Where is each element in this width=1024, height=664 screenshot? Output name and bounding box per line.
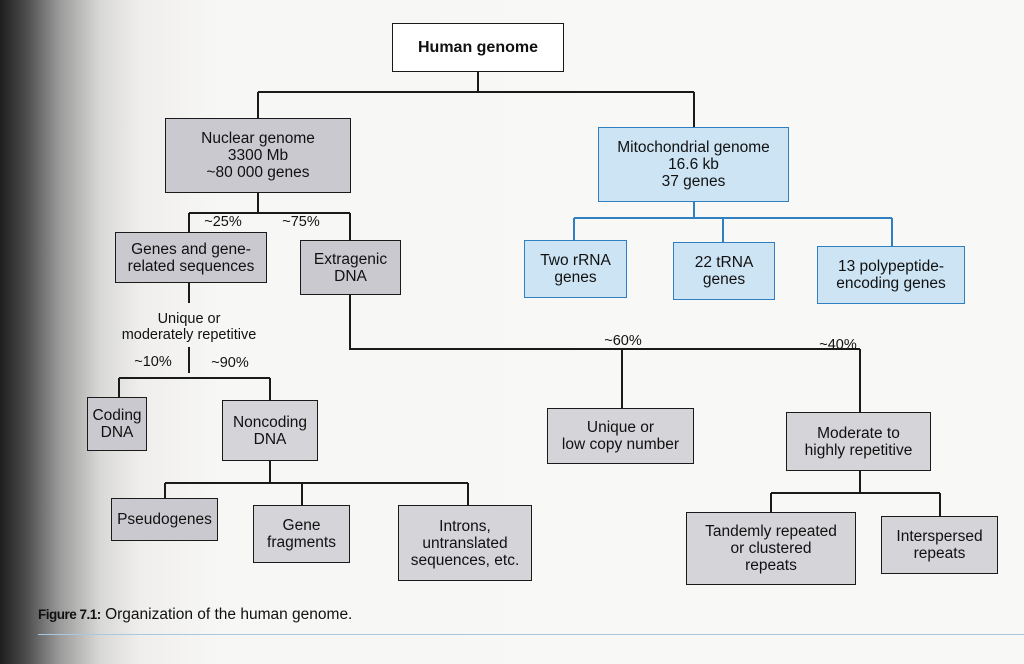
node-nuclear-genome: Nuclear genome 3300 Mb ~80 000 genes	[165, 118, 351, 193]
node-tandemly-repeated: Tandemly repeated or clustered repeats	[686, 512, 856, 585]
node-pseudogenes: Pseudogenes	[111, 498, 218, 541]
node-genes-related-sequences: Genes and gene- related sequences	[115, 232, 267, 283]
node-coding-dna: Coding DNA	[87, 397, 147, 451]
node-gene-fragments: Gene fragments	[253, 505, 350, 563]
label-25-percent: ~25%	[204, 214, 242, 230]
node-interspersed-repeats: Interspersed repeats	[881, 516, 998, 574]
node-22-trna-genes: 22 tRNA genes	[673, 242, 775, 300]
figure-caption: Figure 7.1: Organization of the human ge…	[38, 606, 352, 624]
node-introns-untranslated: Introns, untranslated sequences, etc.	[398, 505, 532, 581]
node-extragenic-dna: Extragenic DNA	[300, 240, 401, 295]
node-mitochondrial-genome: Mitochondrial genome 16.6 kb 37 genes	[598, 127, 789, 202]
label-unique-moderately-repetitive: Unique or moderately repetitive	[121, 311, 257, 343]
node-unique-low-copy: Unique or low copy number	[547, 408, 694, 464]
node-two-rrna-genes: Two rRNA genes	[524, 240, 627, 298]
label-90-percent: ~90%	[211, 355, 249, 371]
label-60-percent: ~60%	[604, 333, 642, 349]
node-noncoding-dna: Noncoding DNA	[222, 400, 318, 461]
node-human-genome: Human genome	[392, 23, 564, 72]
label-40-percent: ~40%	[819, 337, 857, 353]
caption-divider	[38, 634, 1024, 635]
caption-text: Organization of the human genome.	[100, 606, 353, 623]
node-moderate-highly-repetitive: Moderate to highly repetitive	[786, 412, 931, 471]
figure-number: Figure 7.1:	[38, 607, 101, 622]
node-13-polypeptide-genes: 13 polypeptide- encoding genes	[817, 246, 965, 304]
label-10-percent: ~10%	[134, 354, 172, 370]
label-75-percent: ~75%	[282, 214, 320, 230]
